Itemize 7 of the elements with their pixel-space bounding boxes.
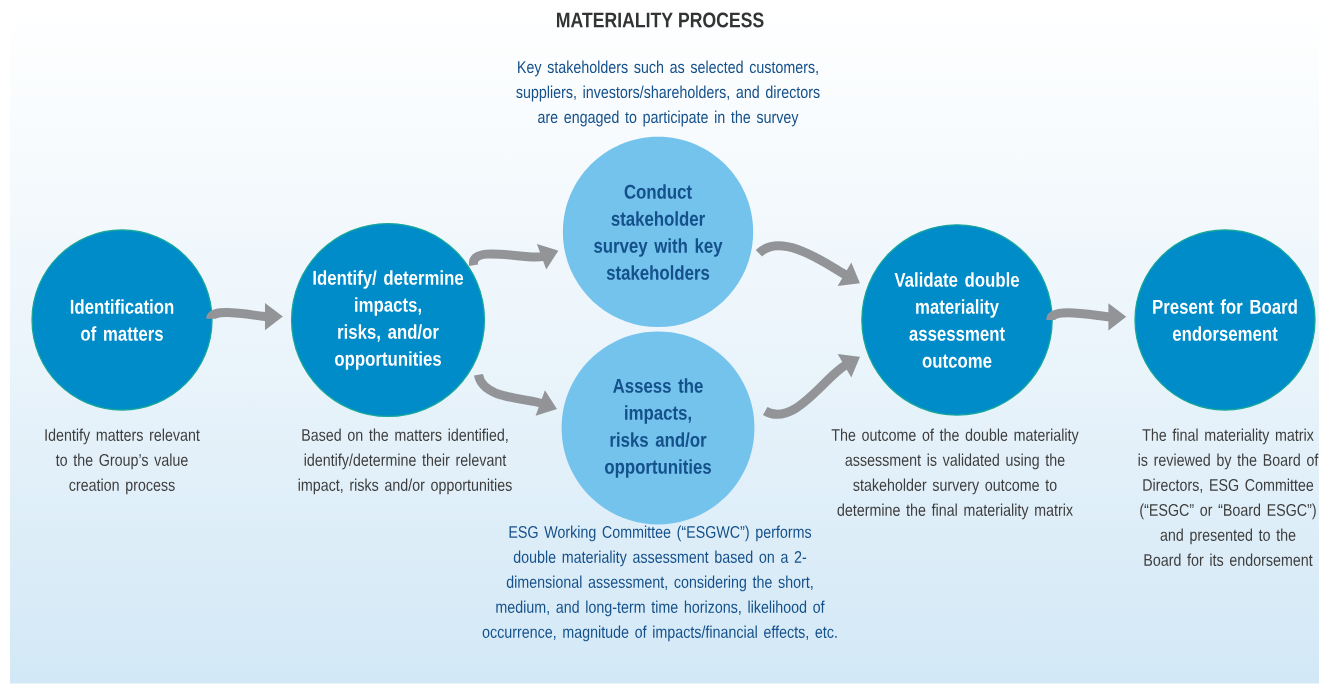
title: MATERIALITY PROCESS [556,12,764,28]
description-text: ESG Working Committee (“ESGWC”) performs double materiality assessment based on a 2-dimensional assessment, considering the short, medium, and long-term time horizons, likelihood of occurrence, magnitude of impacts/financial effects, etc. [482,525,837,642]
description-text: Based on the matters identified, identify/determine their relevant impact, risks and/or opportunities [298,428,512,495]
description-text: Identify matters relevant to the Group’s value creation process [45,428,200,495]
description-text: The outcome of the double materiality assessment is validated using the stakeholder survery outcome to determine the final materiality matrix [831,428,1079,520]
description-text: The final materiality matrix is reviewed by the Board of Directors, ESG Committee (“ESGC” or “Board ESGC”) and presented to the Board for its endorsement [1138,428,1319,566]
description-text: Key stakeholders such as selected customers, suppliers, investors/shareholders, and directors are engaged to participate in the survey [516,60,820,127]
